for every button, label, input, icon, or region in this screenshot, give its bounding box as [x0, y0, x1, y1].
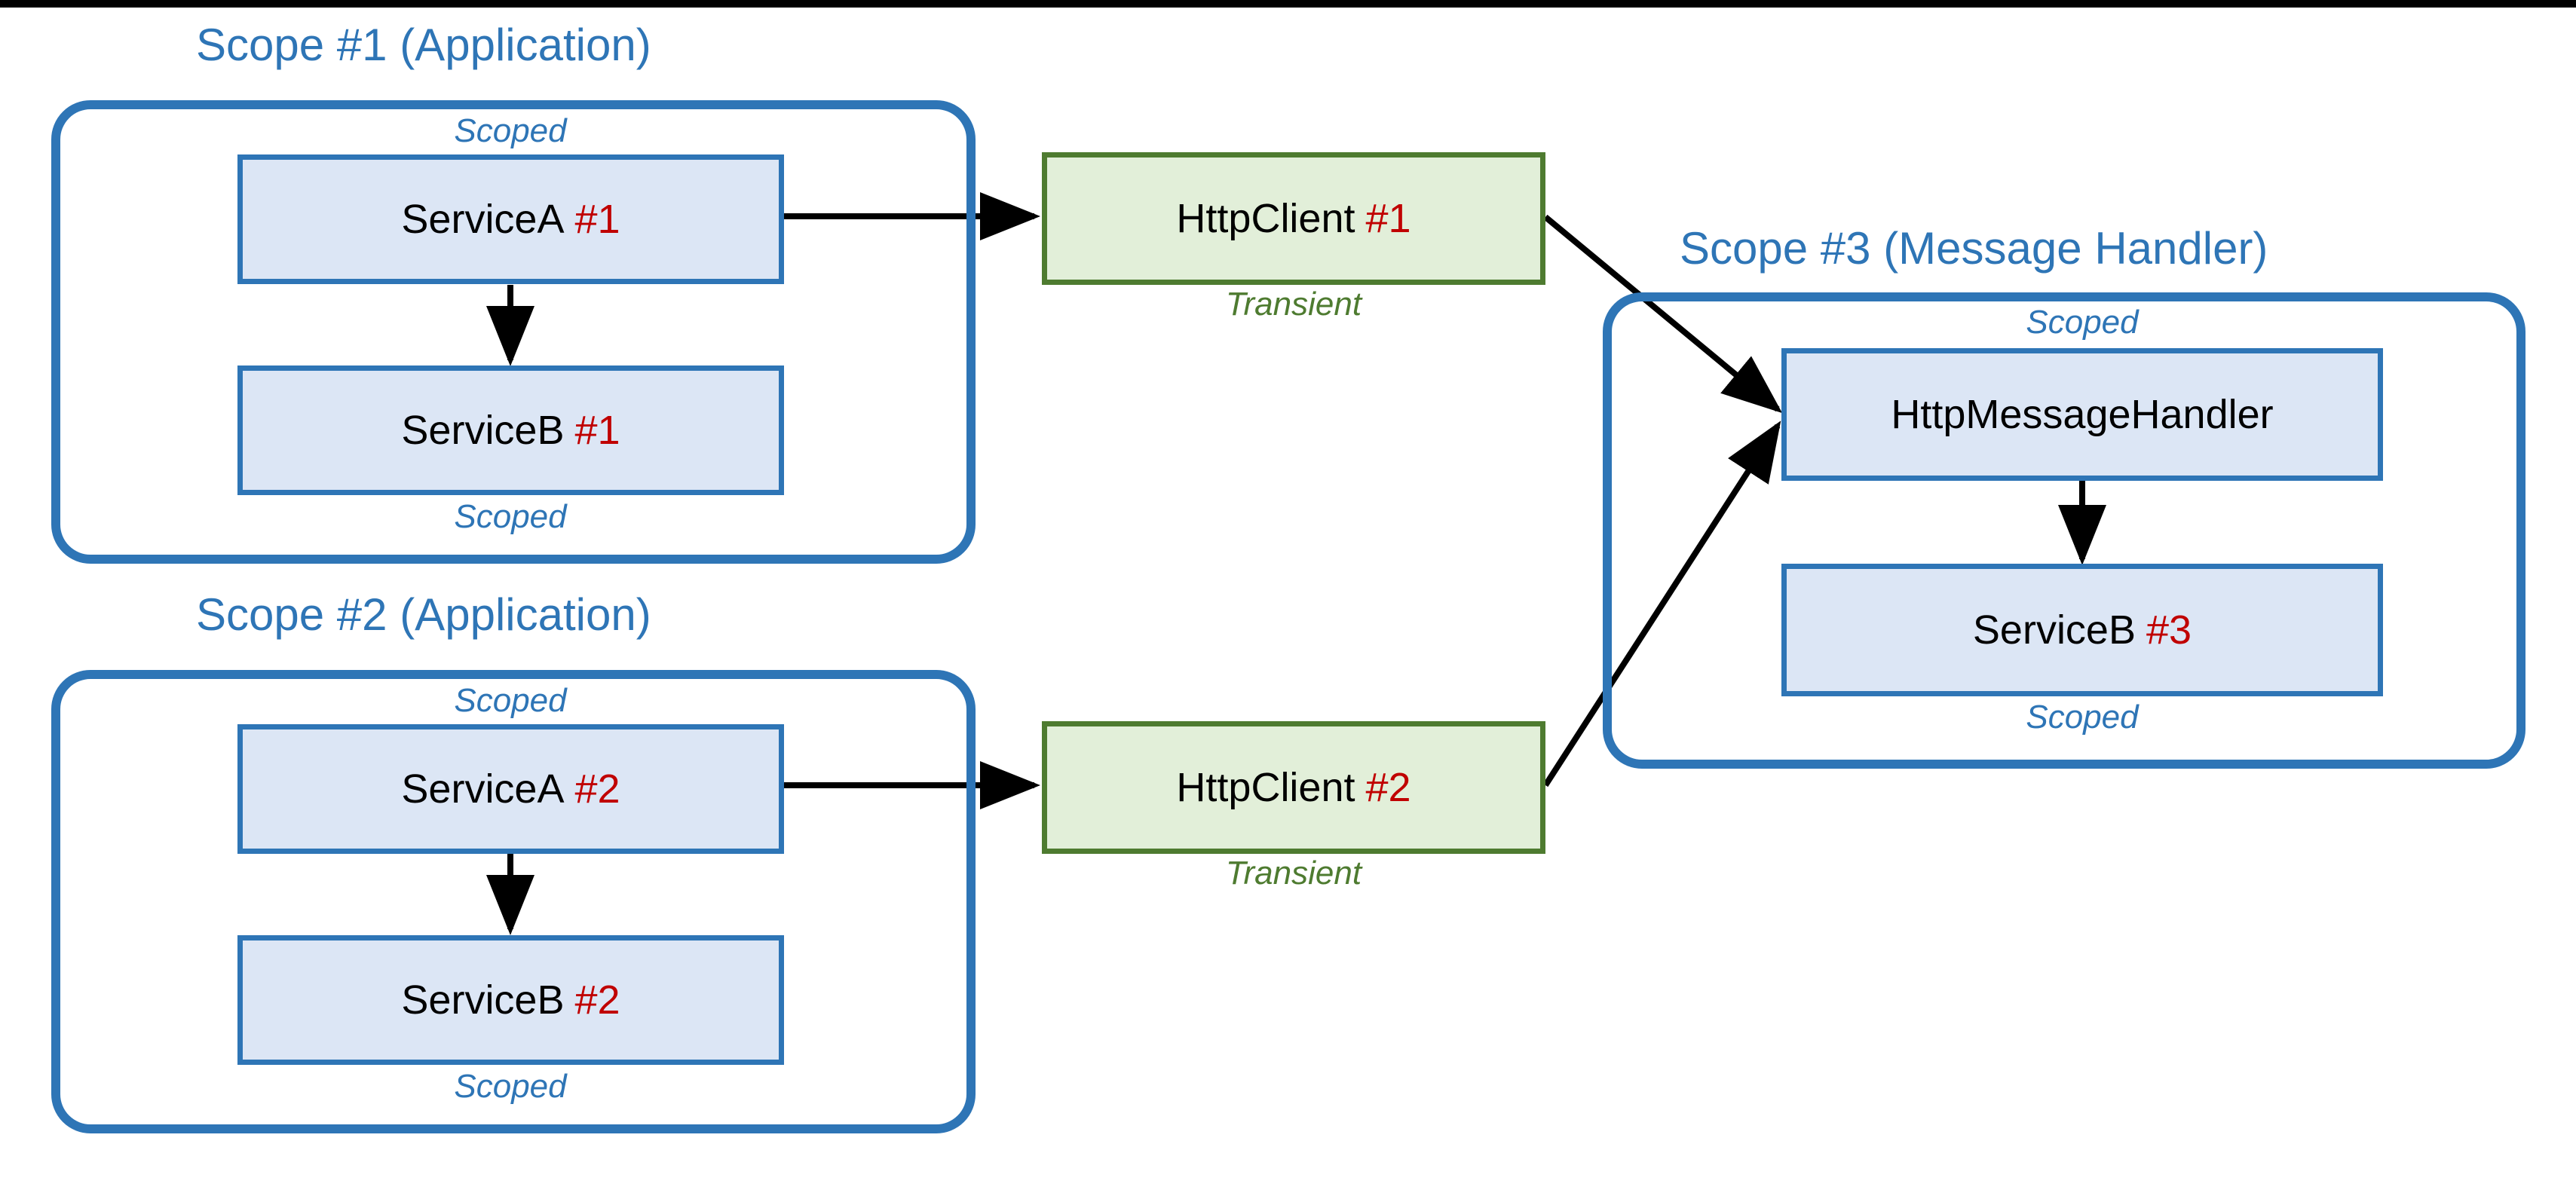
scope-2-title: Scope #2 (Application): [196, 589, 651, 640]
node-httpclient-1: HttpClient #1: [1042, 152, 1545, 285]
scope-3-container: [1603, 292, 2525, 769]
node-httpclient-1-label: HttpClient: [1176, 196, 1355, 241]
node-serviceb-3-instance: #3: [2146, 607, 2192, 653]
node-httpmessagehandler-label: HttpMessageHandler: [1891, 392, 2274, 437]
node-httpclient-2-label: HttpClient: [1176, 765, 1355, 810]
node-serviceb-2-label: ServiceB: [401, 977, 565, 1023]
scope-1-title: Scope #1 (Application): [196, 20, 651, 70]
node-serviceb-1: ServiceB #1: [237, 365, 784, 495]
node-servicea-1-label: ServiceA: [401, 197, 565, 242]
node-httpmessagehandler: HttpMessageHandler: [1781, 348, 2383, 481]
node-servicea-1: ServiceA #1: [237, 154, 784, 284]
node-httpclient-2-instance: #2: [1365, 765, 1411, 810]
httpclient-2-caption: Transient: [1225, 855, 1362, 892]
node-httpclient-1-instance: #1: [1365, 196, 1411, 241]
scope-1-container: [51, 100, 976, 564]
node-servicea-2-instance: #2: [574, 766, 620, 812]
scope-3-top-caption: Scoped: [2026, 304, 2139, 341]
node-httpclient-2: HttpClient #2: [1042, 721, 1545, 854]
node-serviceb-2-instance: #2: [574, 977, 620, 1023]
node-serviceb-3-label: ServiceB: [1972, 607, 2136, 653]
node-servicea-1-instance: #1: [574, 197, 620, 242]
top-black-bar: [0, 0, 2576, 8]
scope-2-bottom-caption: Scoped: [454, 1068, 567, 1105]
scope-3-bottom-caption: Scoped: [2026, 699, 2139, 736]
scope-2-container: [51, 670, 976, 1133]
node-servicea-2-label: ServiceA: [401, 766, 565, 812]
scope-2-top-caption: Scoped: [454, 682, 567, 719]
node-serviceb-3: ServiceB #3: [1781, 564, 2383, 696]
scope-1-bottom-caption: Scoped: [454, 498, 567, 535]
httpclient-1-caption: Transient: [1225, 286, 1362, 323]
node-serviceb-2: ServiceB #2: [237, 935, 784, 1065]
node-serviceb-1-instance: #1: [574, 408, 620, 453]
node-servicea-2: ServiceA #2: [237, 724, 784, 854]
node-serviceb-1-label: ServiceB: [401, 408, 565, 453]
scope-1-top-caption: Scoped: [454, 112, 567, 149]
scope-3-title: Scope #3 (Message Handler): [1680, 223, 2268, 274]
